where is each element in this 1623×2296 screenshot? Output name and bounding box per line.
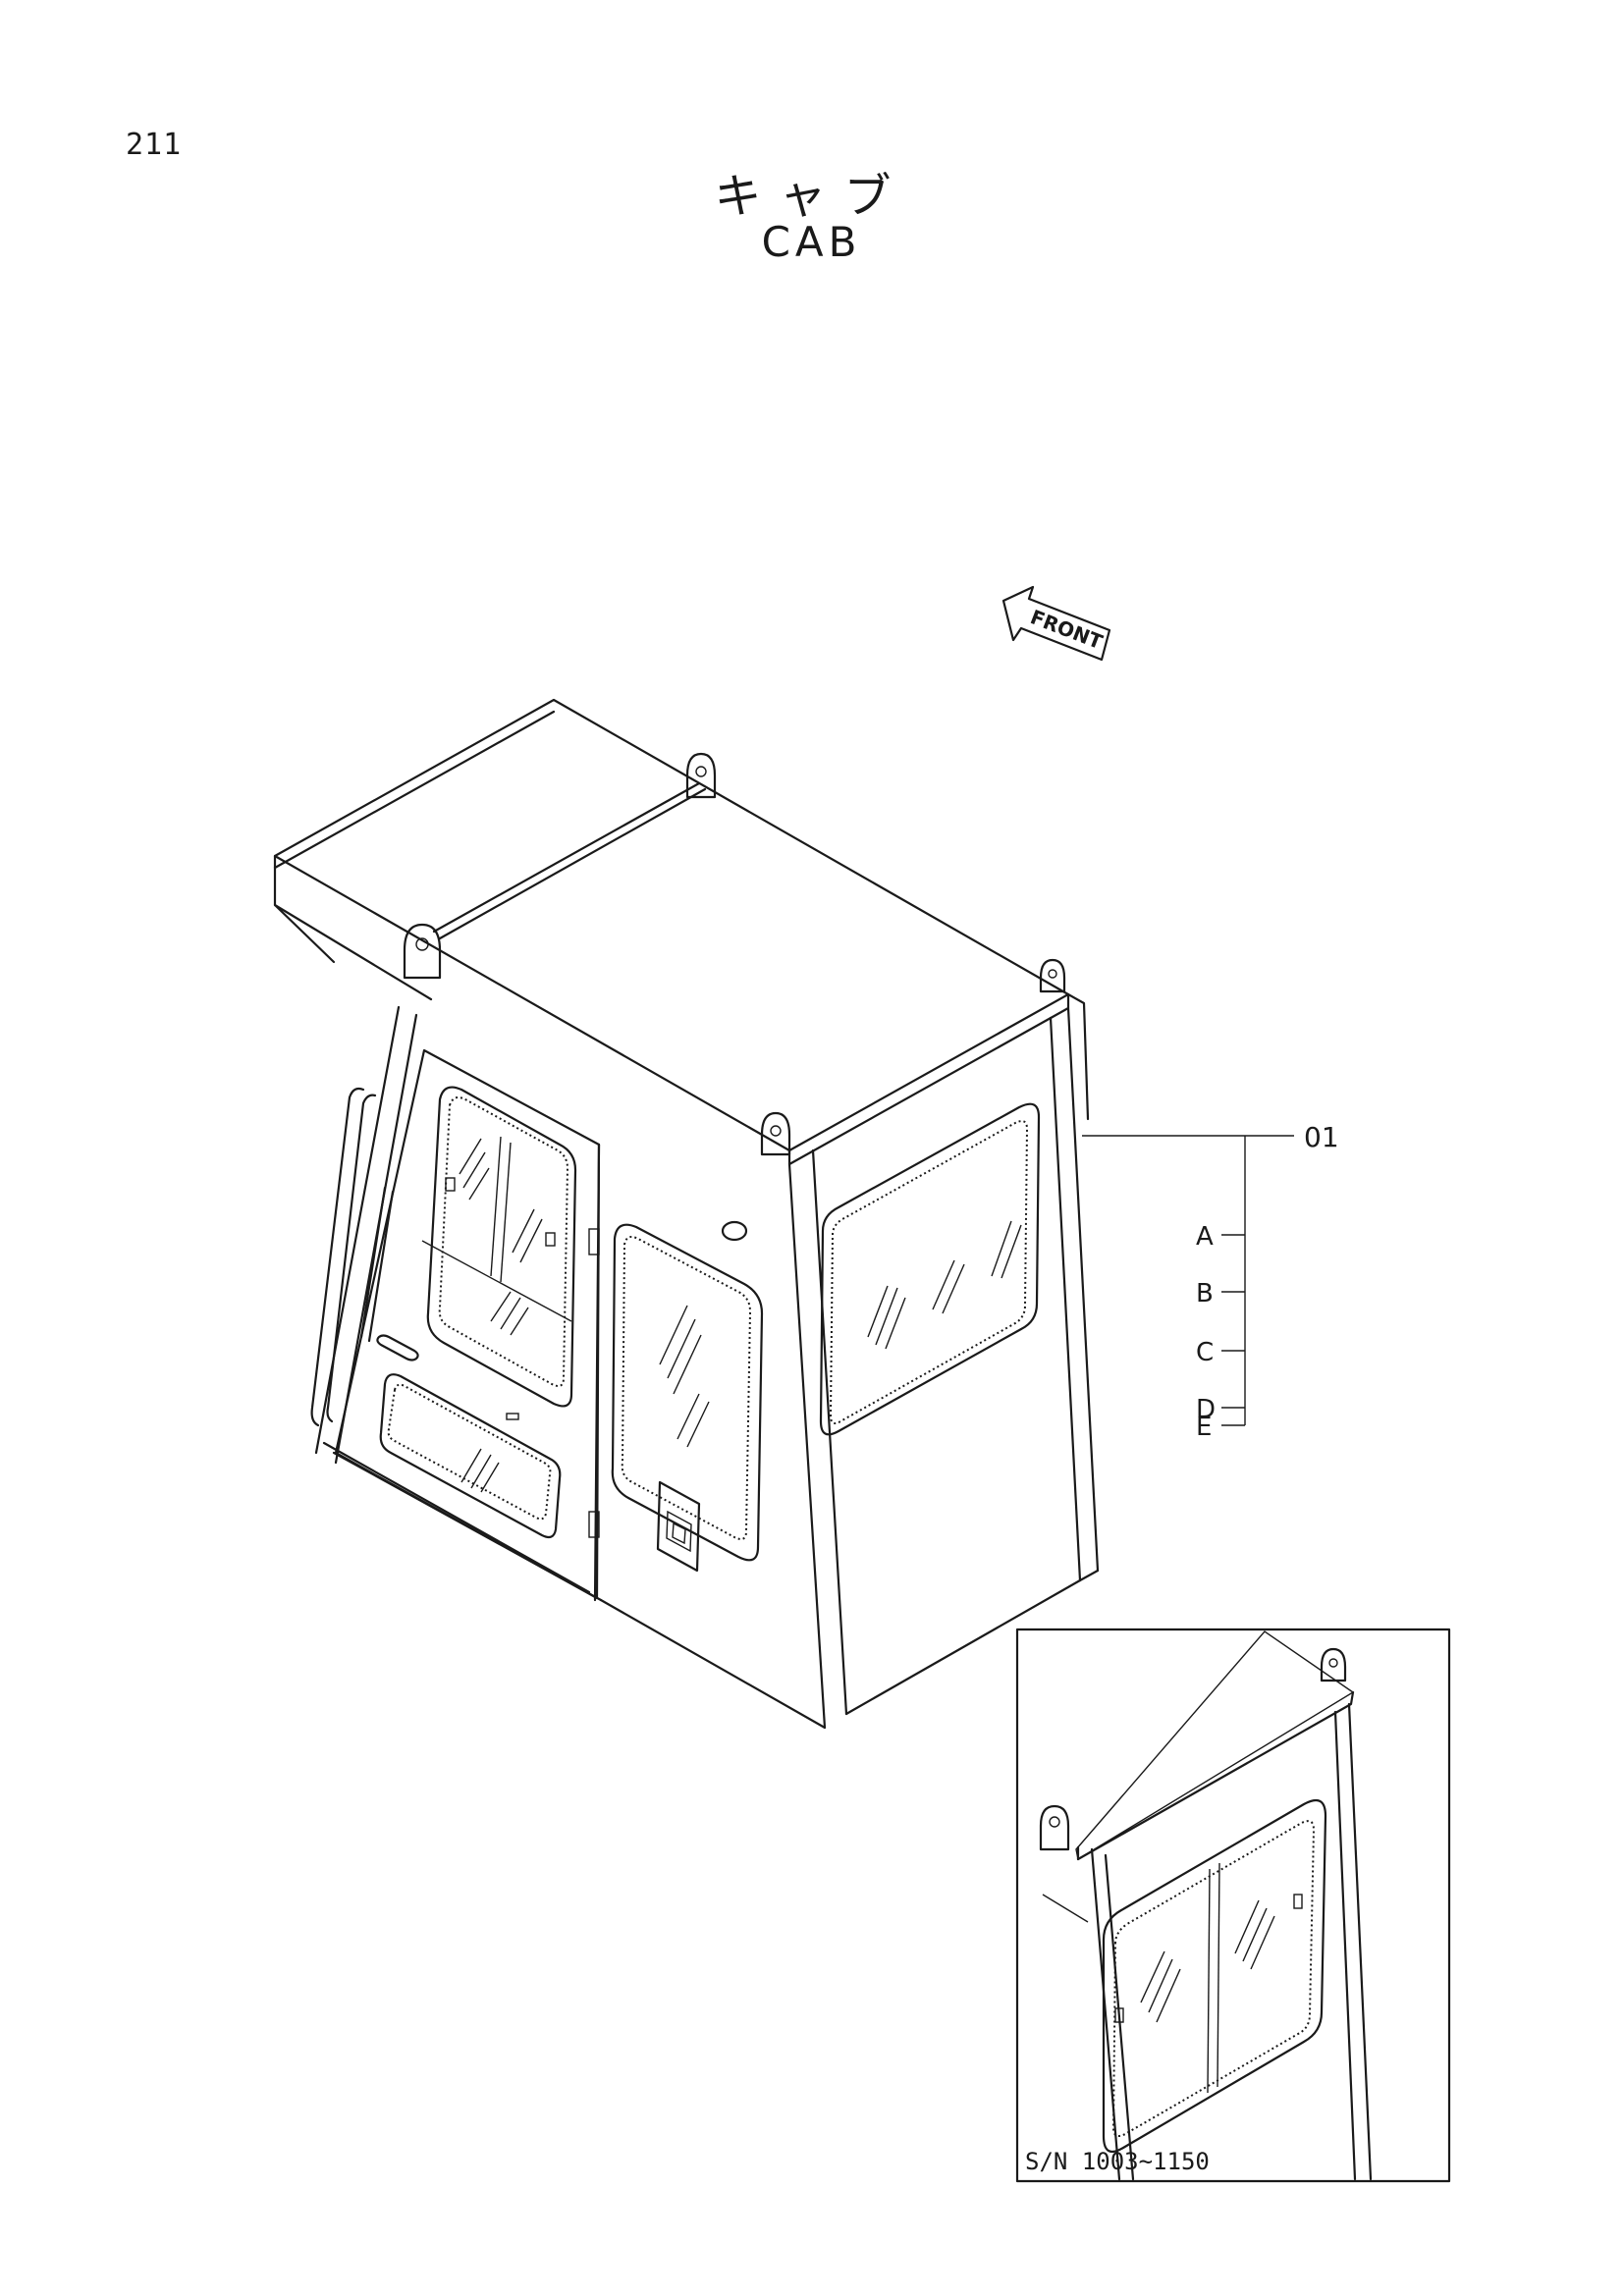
callout-variant-c: C — [1196, 1338, 1214, 1367]
callout-variant-b: B — [1196, 1279, 1214, 1308]
callout-variant-a: A — [1196, 1222, 1214, 1252]
grab-rail — [310, 1087, 395, 1427]
callout-bracket: 01 A B C D E — [1082, 1121, 1339, 1442]
inset-serial-range: S/N 1003~1150 — [1025, 2148, 1210, 2175]
switch-panel — [656, 1480, 701, 1573]
lifting-eye-right — [1039, 958, 1066, 993]
inset-sliding-window — [1102, 1798, 1327, 2154]
door-handle — [376, 1334, 419, 1362]
callout-variant-e: E — [1196, 1413, 1212, 1442]
inset-detail-box: S/N 1003~1150 — [1015, 1628, 1451, 2183]
cab-main-view — [273, 698, 1100, 1730]
lifting-eye-front — [760, 1111, 791, 1156]
lifting-eye-left — [403, 923, 442, 980]
door-lower-window — [379, 1373, 562, 1539]
page-title-english: CAB — [761, 218, 862, 266]
side-window-rear — [819, 1102, 1041, 1436]
door-upper-window — [421, 1086, 577, 1408]
callout-variant-d: D — [1196, 1395, 1216, 1424]
callout-main-label: 01 — [1304, 1121, 1339, 1153]
front-direction-arrow: FRONT — [1001, 585, 1111, 662]
page-number: 211 — [126, 128, 183, 162]
page-title-japanese: キャブ — [714, 169, 909, 224]
side-window-front — [611, 1220, 764, 1562]
lifting-eye-top — [685, 752, 717, 799]
